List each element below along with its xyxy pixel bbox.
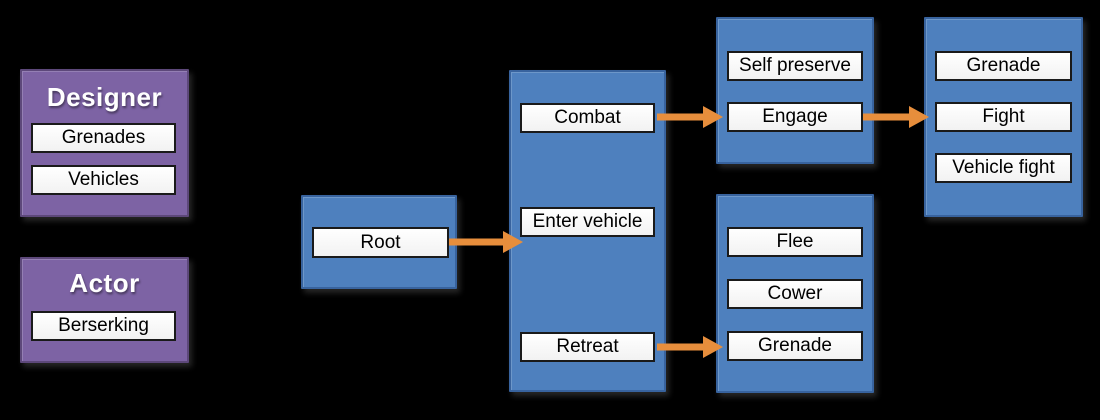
- node-fight: Fight: [935, 102, 1072, 132]
- node-berserking-actor: Berserking: [31, 311, 176, 341]
- node-grenade-retreat: Grenade: [727, 331, 863, 361]
- retreat-children-group: Flee Cower Grenade: [716, 194, 874, 393]
- node-enter-vehicle: Enter vehicle: [520, 207, 655, 237]
- designer-panel: Designer Grenades Vehicles: [20, 69, 189, 217]
- node-self-preserve: Self preserve: [727, 51, 863, 81]
- selector-group: Combat Enter vehicle Retreat: [509, 70, 666, 392]
- node-vehicles-designer: Vehicles: [31, 165, 176, 195]
- root-group: Root: [301, 195, 457, 289]
- actor-panel: Actor Berserking: [20, 257, 189, 363]
- node-grenades-designer: Grenades: [31, 123, 176, 153]
- arrow-retreat-to-grenade: [657, 336, 723, 358]
- node-root: Root: [312, 227, 449, 258]
- arrow-combat-to-engage: [657, 106, 723, 128]
- node-combat: Combat: [520, 103, 655, 133]
- node-grenade-engage: Grenade: [935, 51, 1072, 81]
- node-vehicle-fight: Vehicle fight: [935, 153, 1072, 183]
- designer-panel-title: Designer: [46, 82, 163, 112]
- node-flee: Flee: [727, 227, 863, 257]
- actor-panel-title: Actor: [69, 268, 140, 298]
- combat-children-group: Self preserve Engage: [716, 17, 874, 164]
- node-cower: Cower: [727, 279, 863, 309]
- engage-children-group: Grenade Fight Vehicle fight: [924, 17, 1083, 217]
- node-engage: Engage: [727, 102, 863, 132]
- node-retreat: Retreat: [520, 332, 655, 362]
